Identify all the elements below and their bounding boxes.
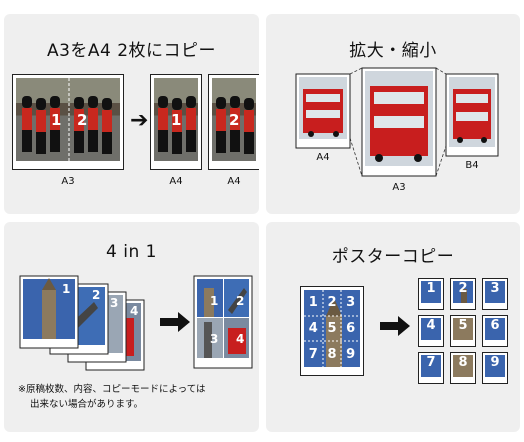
poster-tile: 6: [482, 315, 508, 347]
page-number: 1: [210, 294, 219, 308]
grid-number: 8: [327, 347, 337, 362]
tile-number: 3: [490, 281, 500, 296]
note-line: 出来ない場合があります。: [30, 399, 144, 410]
zoom-illustration: [295, 67, 499, 177]
grid-number: 7: [308, 347, 318, 362]
page-number: 1: [51, 111, 62, 129]
tile-number: 8: [458, 355, 468, 370]
tile-number: 6: [490, 318, 500, 333]
arrow-right-icon: ➔: [130, 108, 149, 133]
tower-illustration: [304, 290, 360, 367]
page-number: 4: [130, 304, 139, 318]
arrow-right-icon: [380, 316, 410, 336]
tile-number: 4: [426, 318, 436, 333]
panel-title: ポスターコピー: [331, 247, 455, 267]
grid-number: 2: [327, 295, 337, 310]
page-number: 1: [62, 282, 71, 296]
poster-tile: 1: [418, 278, 444, 310]
page-number: 4: [236, 332, 245, 346]
page-number: 2: [92, 288, 101, 302]
guards-illustration-right: [216, 96, 254, 154]
tile-number: 1: [426, 281, 436, 296]
tile-number: 7: [426, 355, 436, 370]
grid-number: 6: [346, 321, 356, 336]
poster-tile: 5: [450, 315, 476, 347]
tile-number: 9: [490, 355, 500, 370]
poster-tile: 4: [418, 315, 444, 347]
sheet-label-a4: A4: [316, 152, 330, 163]
4in1-illustration: [19, 275, 253, 371]
guards-illustration: [22, 78, 112, 161]
tile-number: 5: [458, 318, 468, 333]
panel-title: 4 in 1: [106, 242, 157, 262]
sheet-label-a4: A4: [169, 176, 183, 187]
panel-4-in-1: 4 in 1 1 2 3 4 1 2 3 4 ※原稿枚数、内容、コピーモード: [4, 222, 259, 432]
panel-title: 拡大・縮小: [349, 41, 437, 61]
grid-number: 9: [346, 347, 356, 362]
poster-tiles: 1 2 3 4 5 6 7 8 9: [418, 278, 508, 384]
note-line: ※原稿枚数、内容、コピーモードによっては: [18, 384, 206, 395]
a4-output-sheet-1: 1: [150, 74, 202, 170]
a3-source-sheet: 1 2: [12, 74, 124, 170]
poster-source-sheet: 1 2 3 4 5 6 7 8 9: [300, 286, 364, 376]
panel-zoom: 拡大・縮小 A4 A3 B4: [266, 14, 520, 214]
page-number: 1: [171, 111, 182, 129]
grid-number: 1: [308, 295, 318, 310]
guards-photo-right: [212, 78, 256, 161]
panel-poster: ポスターコピー 1 2 3 4 5 6 7 8 9: [266, 222, 520, 432]
grid-number: 3: [346, 295, 356, 310]
grid-number: 4: [308, 321, 318, 336]
guards-photo-left: [154, 78, 198, 161]
panel-title: A3をA4 2枚にコピー: [46, 41, 217, 61]
poster-tile: 7: [418, 352, 444, 384]
tower-photo: 1 2 3 4 5 6 7 8 9: [304, 290, 360, 367]
poster-tile: 2: [450, 278, 476, 310]
poster-tile: 8: [450, 352, 476, 384]
page-number: 3: [110, 296, 119, 310]
a4-output-sheet-2: 2: [208, 74, 259, 170]
sheet-label-a3: A3: [61, 176, 75, 187]
sheet-label-a4: A4: [227, 176, 241, 187]
sheet-label-b4: B4: [465, 160, 479, 171]
grid-number: 5: [327, 321, 337, 336]
sheet-label-a3: A3: [392, 182, 406, 193]
poster-tile: 3: [482, 278, 508, 310]
page-number: 3: [210, 332, 219, 346]
page-number: 2: [77, 111, 88, 129]
guards-photo: [16, 78, 120, 161]
poster-tile: 9: [482, 352, 508, 384]
page-number: 2: [229, 111, 240, 129]
guards-illustration-left: [158, 96, 196, 154]
note-text: ※原稿枚数、内容、コピーモードによっては 出来ない場合があります。: [18, 382, 206, 412]
page-number: 2: [236, 294, 245, 308]
tile-number: 2: [458, 281, 468, 296]
panel-a3-to-a4: A3をA4 2枚にコピー 1 2: [4, 14, 259, 214]
